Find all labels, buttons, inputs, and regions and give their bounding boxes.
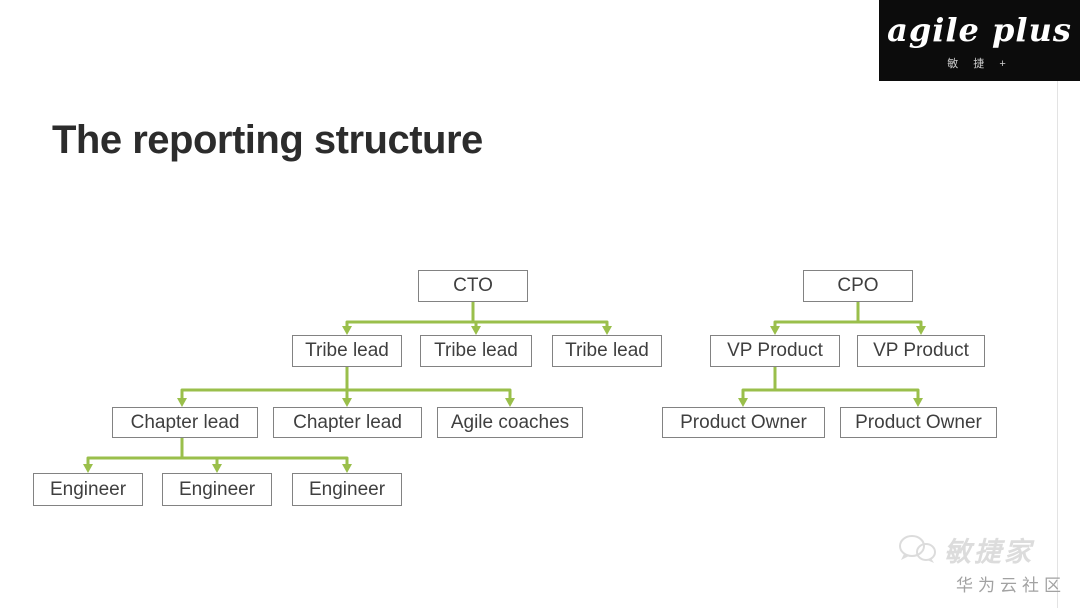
logo-name: agile plus bbox=[887, 11, 1072, 49]
node-engineer-2: Engineer bbox=[162, 473, 272, 506]
node-tribe-lead-2: Tribe lead bbox=[420, 335, 532, 367]
node-cto: CTO bbox=[418, 270, 528, 302]
node-chapter-lead-2: Chapter lead bbox=[273, 407, 422, 438]
node-vp-product-1: VP Product bbox=[710, 335, 840, 367]
node-vp-product-2: VP Product bbox=[857, 335, 985, 367]
watermark: 敏捷家 华为云社区 bbox=[896, 530, 1066, 596]
agile-plus-logo: agile plus 敏 捷 + bbox=[879, 0, 1080, 81]
node-engineer-1: Engineer bbox=[33, 473, 143, 506]
node-tribe-lead-3: Tribe lead bbox=[552, 335, 662, 367]
logo-subtitle: 敏 捷 + bbox=[947, 58, 1012, 70]
watermark-brand: 敏捷家 bbox=[944, 537, 1034, 567]
node-cpo: CPO bbox=[803, 270, 913, 302]
node-agile-coaches: Agile coaches bbox=[437, 407, 583, 438]
node-chapter-lead-1: Chapter lead bbox=[112, 407, 258, 438]
page-title: The reporting structure bbox=[52, 118, 483, 162]
node-engineer-3: Engineer bbox=[292, 473, 402, 506]
node-product-owner-2: Product Owner bbox=[840, 407, 997, 438]
node-product-owner-1: Product Owner bbox=[662, 407, 825, 438]
wechat-chat-bubbles-icon bbox=[899, 534, 936, 563]
slide-edge-line bbox=[1057, 81, 1058, 608]
node-tribe-lead-1: Tribe lead bbox=[292, 335, 402, 367]
connector-lines bbox=[86, 300, 923, 467]
watermark-community: 华为云社区 bbox=[956, 576, 1066, 595]
